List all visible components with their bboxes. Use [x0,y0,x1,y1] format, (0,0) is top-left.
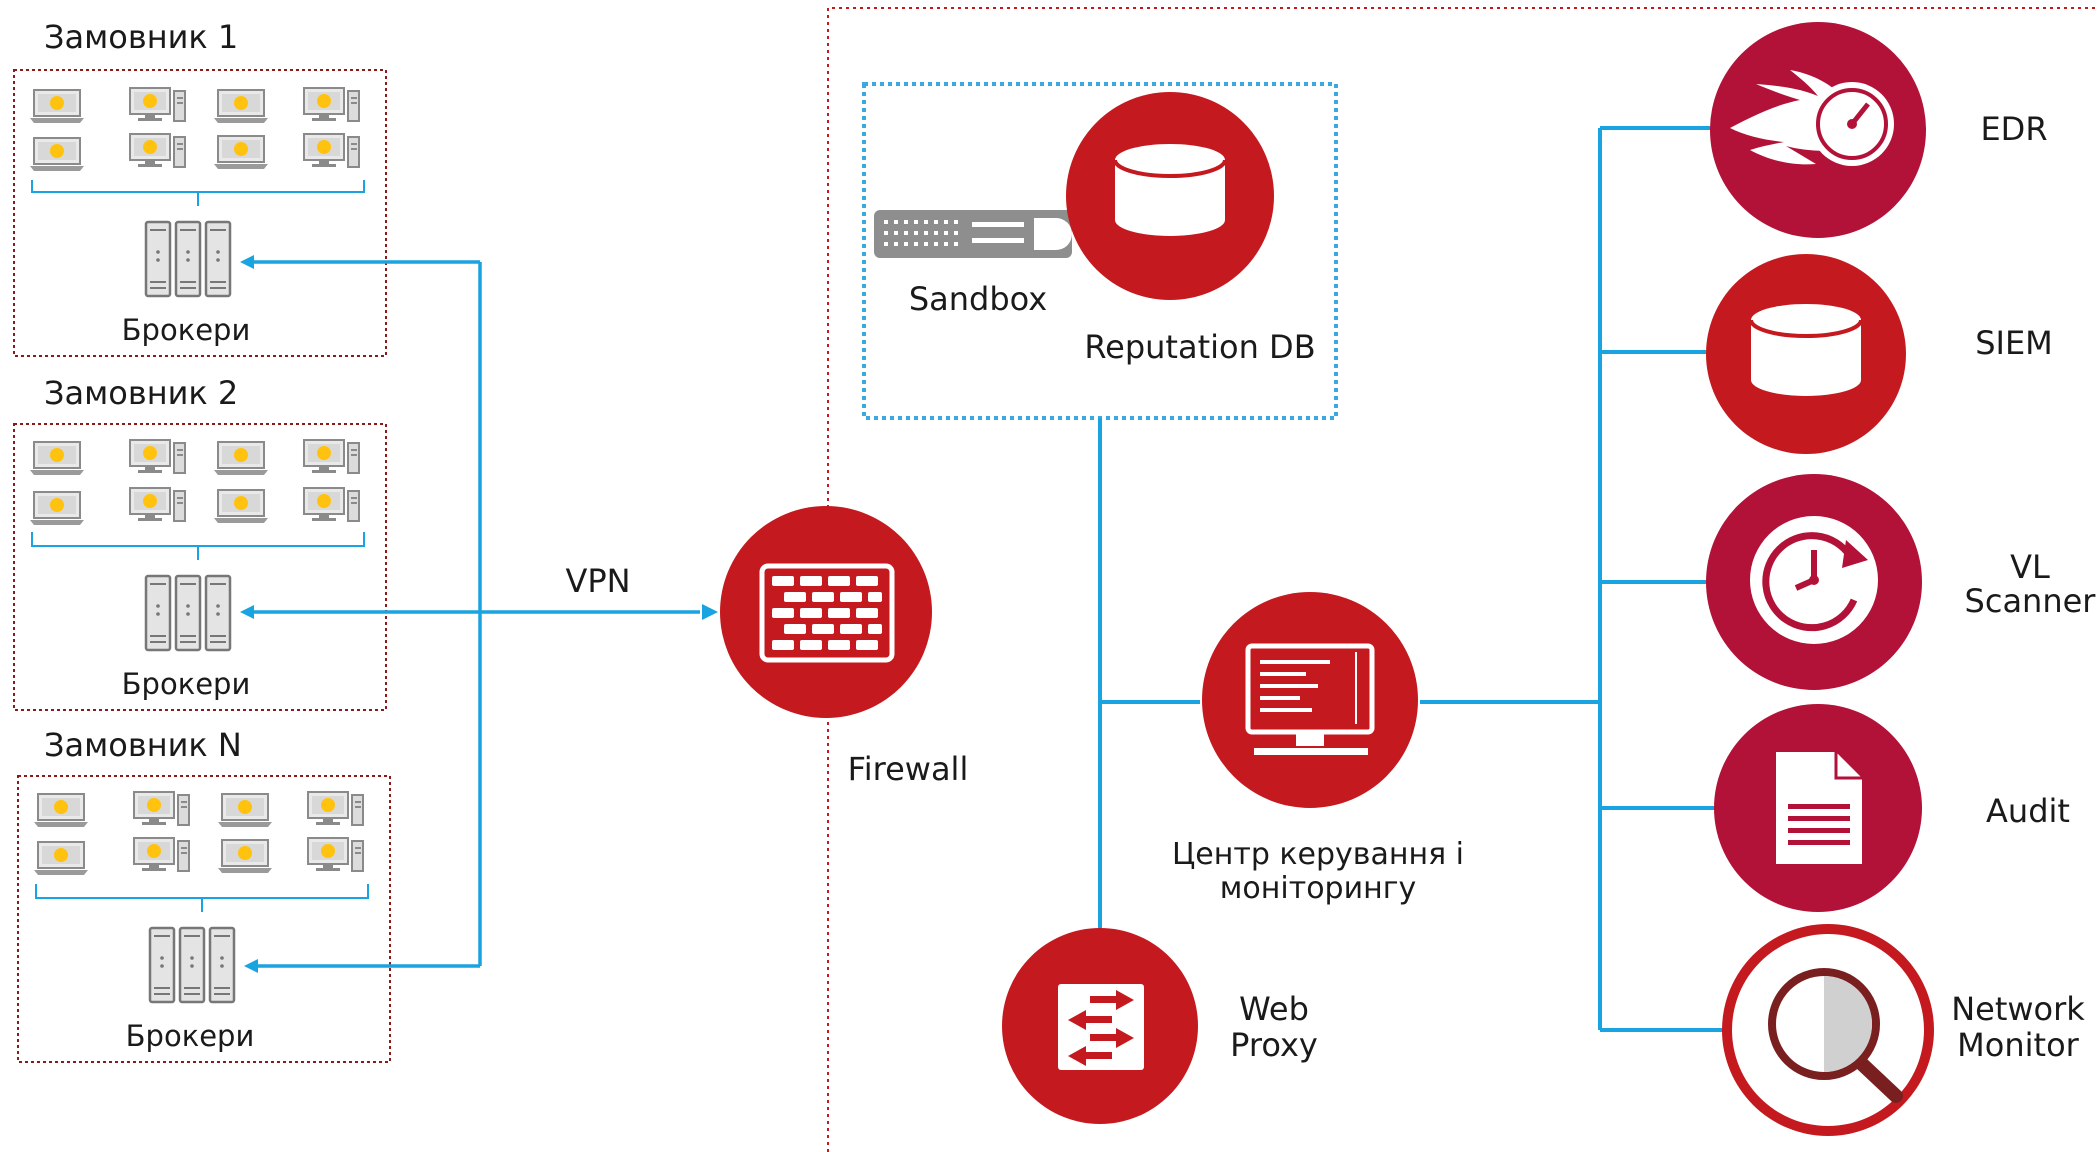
firewall-node[interactable] [720,506,932,718]
control-center-label-line1: Центр керування і [1172,837,1464,872]
brokers-label-2: Брокери [122,667,251,701]
database-icon [1749,302,1863,398]
vpn-label: VPN [565,562,630,600]
clock-refresh-icon [1750,516,1878,644]
audit-node[interactable] [1714,704,1922,912]
control-center-label-line2: моніторингу [1220,871,1416,906]
speedometer-flame-icon [1730,70,1894,166]
switch-arrows-icon [1058,984,1144,1070]
network-monitor-node[interactable] [1722,924,1934,1136]
vl-scanner-label-line1: VL [2010,548,2050,586]
customer-zone-1 [13,69,387,357]
sandbox-label: Sandbox [909,280,1047,318]
network-monitor-label-line2: Monitor [1957,1026,2079,1064]
edr-node[interactable] [1710,22,1926,238]
brokers-server-1 [144,220,232,298]
customer-zone-n [17,775,391,1063]
monitor-icon [1245,643,1375,755]
edr-label: EDR [1980,110,2047,148]
reputation-db-node[interactable] [1066,92,1274,300]
workstations-1 [29,87,365,206]
web-proxy-node[interactable] [1002,928,1198,1124]
internal-links [1098,126,1724,1032]
reputation-db-label: Reputation DB [1084,328,1315,366]
brokers-label-n: Брокери [126,1019,255,1053]
magnifier-icon [1768,968,1903,1103]
document-icon [1776,752,1862,864]
customer-2-title: Замовник 2 [44,374,238,412]
siem-node[interactable] [1706,254,1906,454]
vl-scanner-node[interactable] [1706,474,1922,690]
audit-label: Audit [1986,792,2070,830]
web-proxy-label-line2: Proxy [1230,1026,1318,1064]
database-icon [1113,142,1227,238]
vl-scanner-label-line2: Scanner [1965,582,2097,620]
brokers-server-n [148,926,236,1004]
customer-1-title: Замовник 1 [44,18,238,56]
sandbox-node[interactable] [874,210,1072,258]
customer-n-title: Замовник N [44,726,242,764]
network-monitor-label-line1: Network [1951,990,2085,1028]
customer-zone-2 [13,423,387,711]
vpn-links [248,260,700,968]
provider-zone-border [827,7,2098,1152]
workstations-2 [29,439,365,560]
brokers-label-1: Брокери [122,313,251,347]
workstations-n [33,791,369,912]
web-proxy-label-line1: Web [1239,990,1309,1028]
siem-label: SIEM [1975,324,2053,362]
brick-wall-icon [759,563,895,663]
server-rack-icon [874,210,1072,258]
firewall-label: Firewall [848,750,969,788]
control-center-node[interactable] [1202,592,1418,808]
brokers-server-2 [144,574,232,652]
vpn-arrowheads [240,255,718,973]
